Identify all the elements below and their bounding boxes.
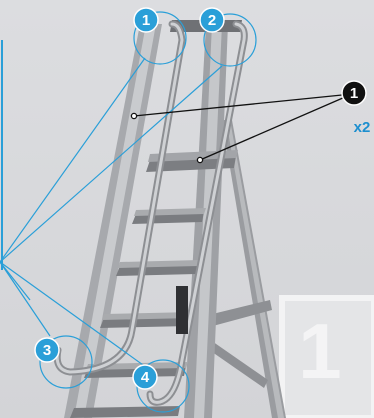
legend-number: 1	[350, 85, 358, 102]
callout-number-2: 2	[208, 12, 216, 29]
legend-badge: 1	[342, 81, 366, 105]
callout-badge-2: 2	[200, 8, 224, 32]
callout-number-3: 3	[43, 342, 51, 359]
step-marker-number: 1	[298, 307, 341, 395]
legend-multiplier: x2	[354, 119, 371, 136]
step-marker-box: 1	[282, 298, 374, 418]
callout-badge-4: 4	[133, 365, 157, 389]
callout-number-1: 1	[142, 12, 150, 29]
rail-label-sticker	[176, 286, 188, 334]
callout-badge-3: 3	[35, 338, 59, 362]
callout-badge-1: 1	[134, 8, 158, 32]
callout-number-4: 4	[141, 369, 150, 386]
